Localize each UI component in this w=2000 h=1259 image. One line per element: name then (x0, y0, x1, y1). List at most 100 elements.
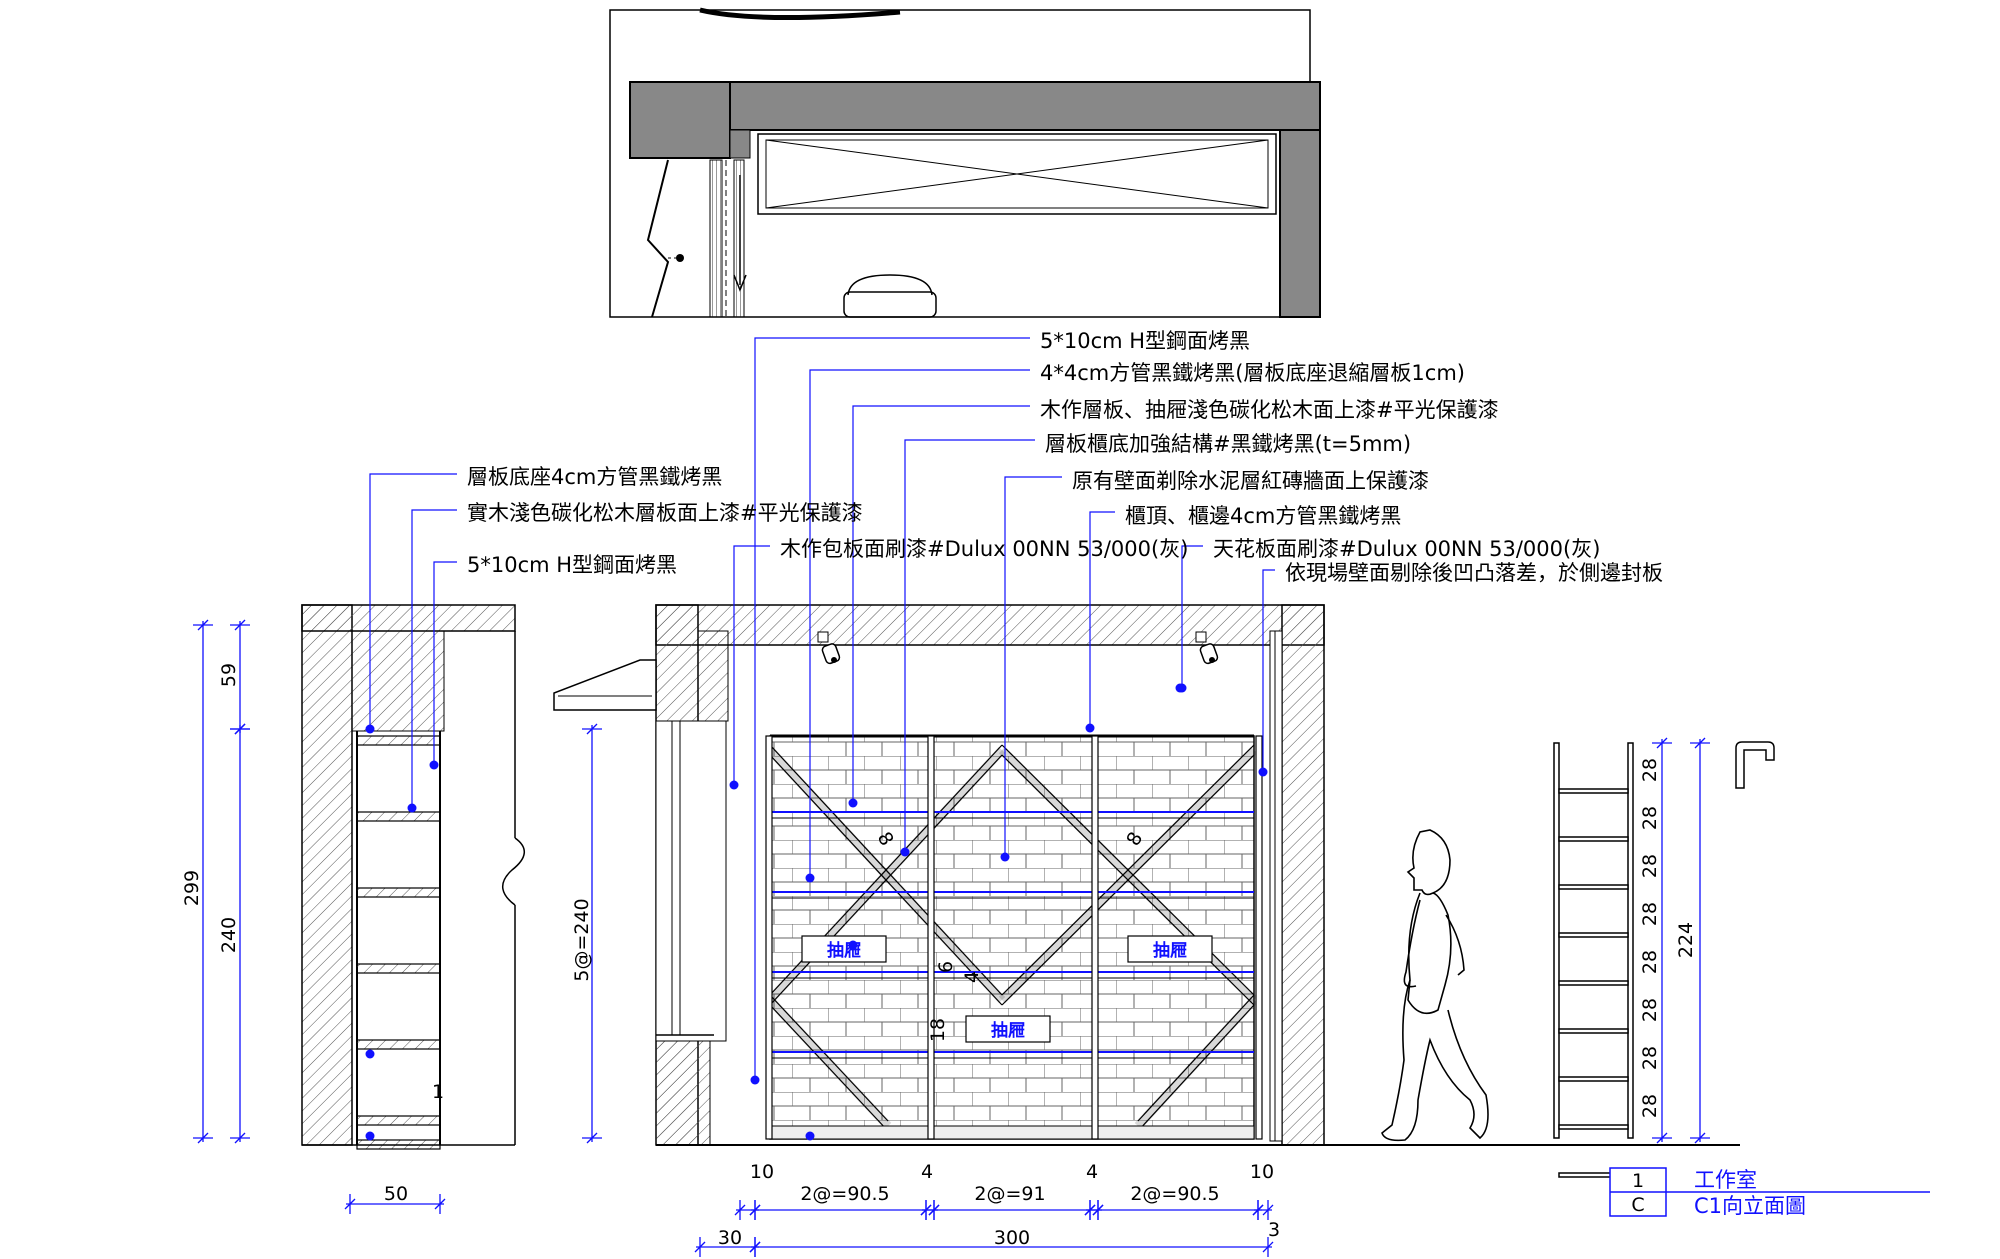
shelf-board (356, 735, 441, 746)
ladder-rung (1558, 1076, 1629, 1082)
leader-dot (365, 1049, 375, 1059)
dim-tick (234, 1132, 246, 1144)
brace-edge (1001, 744, 1255, 996)
drawer-front (801, 935, 887, 963)
vertical-post (1255, 735, 1263, 1140)
dim-tick (1656, 737, 1668, 749)
callouts-center: 5*10cm H型鋼面烤黑 4*4cm方管黑鐵烤黑(層板底座退縮層板1cm) 木… (1040, 329, 1663, 585)
dimensions: 299 59 240 50 1 5@=240 10 2@=90.5 4 2@=9… (181, 663, 1697, 1249)
leader-lines (369, 337, 1275, 1080)
dim-tick (749, 1204, 761, 1216)
leader-dot (365, 1131, 375, 1141)
ladder-rung (1558, 980, 1629, 986)
leader-dot (848, 940, 858, 950)
dim-main-height: 240 (218, 917, 240, 953)
title-block: 1 C 工作室 C1向立面圖 (1609, 1167, 1930, 1218)
callout-base-structure: 層板櫃底加強結構#黑鐵烤黑(t=5mm) (1045, 432, 1411, 456)
dim-step-8: 28 (1639, 1094, 1661, 1118)
person-figure (1381, 829, 1489, 1142)
dim-b3: 4 (921, 1161, 933, 1183)
leader-line (1089, 511, 1115, 728)
dim-tick (197, 1132, 209, 1144)
leader-dot (407, 803, 417, 813)
callout-cabinet-edge: 櫃頂、櫃邊4cm方管黑鐵烤黑 (1125, 504, 1401, 528)
brace-edge (769, 1004, 889, 1132)
ladder-rung (1558, 836, 1629, 842)
leader-dot (1000, 852, 1010, 862)
dim-b4: 2@=91 (974, 1183, 1045, 1205)
ladder-rung (1558, 884, 1629, 890)
brace-band (766, 746, 1006, 1004)
ladder-rung (1558, 1124, 1629, 1130)
dim-tick (749, 1241, 761, 1253)
plan-view (609, 7, 1321, 318)
dim-tick (434, 1198, 446, 1210)
dim-tick (234, 723, 246, 735)
dim-b1: 10 (750, 1161, 774, 1183)
brace-edge (1001, 754, 1255, 1006)
drawer-front (1127, 935, 1213, 963)
brace-band (998, 746, 1258, 1004)
brace-band (766, 996, 892, 1130)
brace-band (1134, 996, 1258, 1130)
dim-opening-height: 5@=240 (571, 898, 593, 981)
dim-tick (234, 619, 246, 631)
leader-dot (365, 724, 375, 734)
dim-step-1: 28 (1639, 758, 1661, 782)
drawer-front (965, 1015, 1051, 1043)
dim-tick (1656, 1132, 1668, 1144)
leader-line (852, 405, 1030, 803)
main-elevation: 抽屜抽屜抽屜 (553, 604, 1740, 1146)
callout-brick-wall: 原有壁面剃除水泥層紅磚牆面上保護漆 (1072, 469, 1429, 493)
dim-tick (586, 1132, 598, 1144)
vertical-post (765, 735, 773, 1140)
dim-tick (1092, 1204, 1104, 1216)
dim-c3: 3 (1268, 1219, 1280, 1241)
dim-b7: 10 (1250, 1161, 1274, 1183)
callout-square-tube: 4*4cm方管黑鐵烤黑(層板底座退縮層板1cm) (1040, 361, 1465, 385)
shelf-board (356, 887, 441, 898)
shelf-board (356, 811, 441, 822)
dim-tick (344, 1198, 356, 1210)
leader-line (433, 561, 457, 765)
callout-wood-cladding: 木作包板面刷漆#Dulux 00NN 53/000(灰) (780, 537, 1188, 561)
dim-step-4: 28 (1639, 902, 1661, 926)
dim-step-7: 28 (1639, 1046, 1661, 1070)
dimension-lines (193, 619, 1710, 1257)
leader-line (1181, 545, 1203, 688)
leader-dot (750, 1075, 760, 1085)
leader-dot (1258, 767, 1268, 777)
callout-side-seal: 依現場壁面剔除後凹凸落差，於側邊封板 (1285, 561, 1663, 585)
leader-dots (365, 683, 1268, 1141)
leader-line (904, 439, 1035, 852)
leader-line (1004, 476, 1062, 857)
dim-tick (1252, 1204, 1264, 1216)
callout-solid-wood: 實木淺色碳化松木層板面上漆#平光保護漆 (467, 501, 863, 525)
callout-wood-shelf: 木作層板、抽屜淺色碳化松木面上漆#平光保護漆 (1040, 398, 1499, 422)
leader-dot (1085, 723, 1095, 733)
vertical-post (1091, 735, 1099, 1140)
title-room: 工作室 (1694, 1168, 1757, 1192)
leader-line (809, 369, 1030, 878)
brace-edge (769, 754, 1003, 1006)
dim-tick (1262, 1204, 1274, 1216)
leader-dot (848, 798, 858, 808)
callout-h-beam: 5*10cm H型鋼面烤黑 (1040, 329, 1250, 353)
callout-shelf-base: 層板底座4cm方管黑鐵烤黑 (467, 465, 722, 489)
callouts-left: 層板底座4cm方管黑鐵烤黑 實木淺色碳化松木層板面上漆#平光保護漆 5*10cm… (467, 465, 1188, 577)
dim-top-height: 59 (218, 663, 240, 687)
dim-tick (1694, 737, 1706, 749)
dim-ladder-total: 224 (1675, 922, 1697, 958)
ladder-rung (1558, 932, 1629, 938)
leader-line (1262, 569, 1275, 772)
leader-dot (805, 873, 815, 883)
leader-line (733, 545, 770, 785)
dim-b5: 4 (1086, 1161, 1098, 1183)
title-number: 1 (1632, 1170, 1644, 1192)
callout-h-beam-left: 5*10cm H型鋼面烤黑 (467, 553, 677, 577)
dim-c1: 30 (718, 1227, 742, 1249)
dim-tick (1694, 1132, 1706, 1144)
ladder-rung (1558, 788, 1629, 794)
spot-light-right (1195, 631, 1219, 665)
